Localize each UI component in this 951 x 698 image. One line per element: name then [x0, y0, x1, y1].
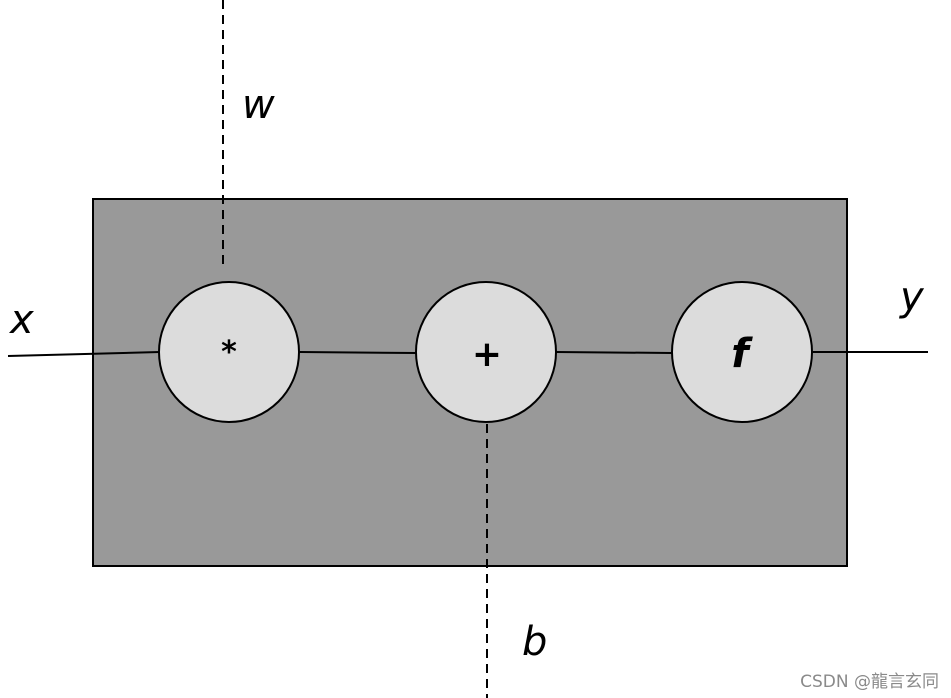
activation-node: f: [671, 281, 813, 423]
add-symbol: +: [472, 334, 502, 375]
activation-symbol: f: [731, 331, 753, 377]
watermark: CSDN @龍言玄同: [800, 672, 939, 692]
label-y: y: [899, 274, 925, 320]
add-node: +: [415, 281, 557, 423]
input-line-x: [7, 351, 161, 357]
connector-add-f: [555, 351, 673, 354]
multiply-node: *: [158, 281, 300, 423]
label-w: w: [242, 82, 275, 128]
multiply-symbol: *: [221, 335, 237, 370]
label-b: b: [522, 619, 547, 665]
label-x: x: [8, 297, 34, 343]
connector-mul-add: [299, 351, 418, 354]
